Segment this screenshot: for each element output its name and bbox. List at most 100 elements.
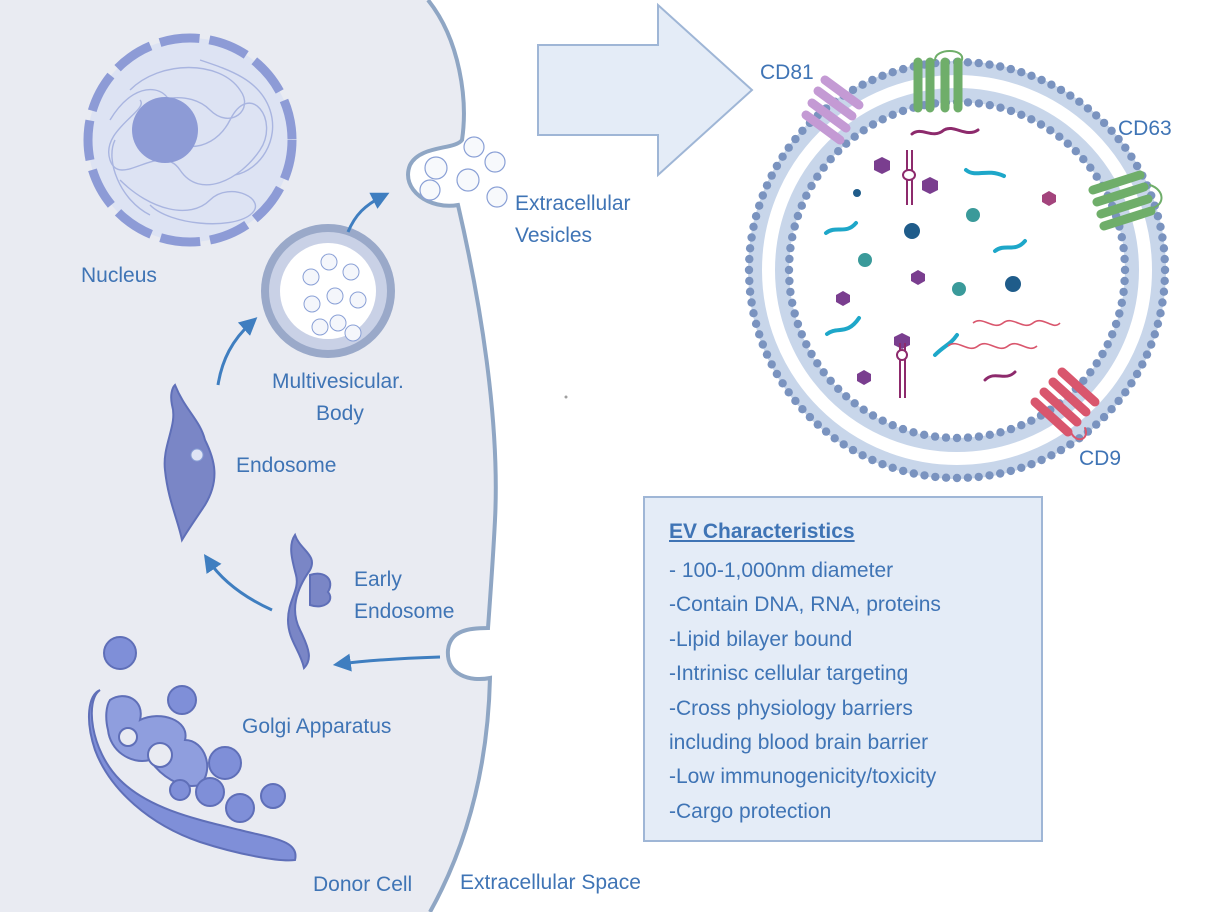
lipid-head xyxy=(805,412,815,422)
early-endosome-organelle xyxy=(286,532,332,670)
lipid-head xyxy=(996,62,1005,71)
lipid-head xyxy=(1075,97,1084,106)
lipid-head xyxy=(788,298,797,307)
lipid-head xyxy=(985,471,994,480)
early-endosome-label-line2: Endosome xyxy=(354,599,455,623)
lipid-head xyxy=(798,405,807,414)
lipid-head xyxy=(878,416,887,425)
big-arrow xyxy=(537,2,754,178)
lipid-head xyxy=(813,420,822,429)
lipid-head xyxy=(747,298,756,307)
lipid-head xyxy=(1071,147,1081,156)
lipid-head xyxy=(751,319,761,328)
lipid-head xyxy=(898,424,908,434)
lipid-head xyxy=(1006,424,1016,434)
lipid-head xyxy=(791,134,800,144)
lipid-head xyxy=(834,147,843,156)
lipid-head xyxy=(1107,126,1116,135)
cd63-protein-top xyxy=(913,50,964,113)
lipid-head xyxy=(1099,118,1109,128)
lipid-head xyxy=(888,110,897,120)
lipid-head xyxy=(985,430,994,439)
lipid-head xyxy=(868,411,878,420)
lipid-head xyxy=(859,126,868,135)
lipid-head xyxy=(898,106,908,116)
lipid-head xyxy=(1120,265,1130,275)
lipid-head xyxy=(1111,319,1121,329)
lipid-head xyxy=(1156,309,1165,318)
lipid-head xyxy=(1150,330,1160,339)
lipid-head xyxy=(826,155,835,164)
cd63-protein xyxy=(1088,170,1163,231)
lipid-head xyxy=(839,440,848,449)
lipid-head xyxy=(1047,451,1056,460)
lipid-head xyxy=(1115,309,1124,318)
lipid-head xyxy=(778,152,787,161)
lipid-head xyxy=(1120,254,1129,264)
lipid-head xyxy=(1036,120,1046,129)
lipid-head xyxy=(784,265,794,275)
lipid-head xyxy=(747,233,756,242)
lipid-head xyxy=(878,115,887,124)
lipid-head xyxy=(1160,254,1169,264)
lipid-head xyxy=(1108,330,1117,339)
lipid-head xyxy=(784,388,793,397)
lipid-head xyxy=(1119,287,1128,297)
lipid-head xyxy=(1027,416,1036,425)
lipid-head xyxy=(1114,396,1123,406)
nucleus-label: Nucleus xyxy=(81,264,157,287)
lipid-head xyxy=(758,340,767,349)
lipid-head xyxy=(819,368,828,377)
cell-membrane xyxy=(406,0,498,912)
lipid-head xyxy=(1156,222,1165,231)
lipid-head xyxy=(868,75,877,85)
lipid-head xyxy=(745,276,754,286)
lipid-head xyxy=(784,143,793,152)
endosome-label: Endosome xyxy=(236,454,337,477)
lipid-head xyxy=(1103,340,1112,349)
lipid-head xyxy=(1092,420,1101,429)
lipid-head xyxy=(1147,340,1156,349)
lipid-head xyxy=(1117,298,1127,307)
lipid-head xyxy=(1027,115,1036,124)
lipid-head xyxy=(1120,276,1129,286)
lipid-head xyxy=(745,254,754,264)
lipid-head xyxy=(1017,421,1026,430)
lipid-head xyxy=(745,287,755,296)
golgi-label: Golgi Apparatus xyxy=(242,715,392,738)
cd81-protein xyxy=(801,75,864,145)
lipid-head xyxy=(1086,368,1095,377)
lipid-head xyxy=(920,471,929,480)
lipid-head xyxy=(758,191,767,200)
lipid-head xyxy=(996,428,1005,437)
lipid-head xyxy=(1092,172,1101,181)
early-endosome-label: Early Endosome xyxy=(354,564,454,627)
lipid-head xyxy=(1132,161,1142,171)
lipid-head xyxy=(888,463,897,472)
lipid-head xyxy=(941,433,951,442)
lipid-head xyxy=(1153,212,1163,221)
lipid-head xyxy=(1127,152,1136,161)
golgi-apparatus-organelle xyxy=(88,636,297,862)
lipid-head xyxy=(1127,379,1136,388)
released-vesicles xyxy=(419,136,508,208)
lipid-head xyxy=(858,451,867,460)
lipid-head xyxy=(778,379,787,388)
lipid-head xyxy=(1114,134,1123,144)
multivesicular-body-label-line2: Body xyxy=(316,401,364,425)
lipid-head xyxy=(1107,405,1116,414)
lipid-head xyxy=(786,243,795,253)
ev-cargo xyxy=(824,127,1061,398)
early-endosome-label-line1: Early xyxy=(354,568,402,591)
lipid-head xyxy=(807,349,816,359)
lipid-head xyxy=(920,430,929,439)
lipid-head xyxy=(985,101,994,110)
lipid-head xyxy=(762,181,772,190)
lipid-head xyxy=(793,319,803,329)
lipid-head xyxy=(985,60,994,69)
lipid-head xyxy=(1066,440,1075,449)
lipid-head xyxy=(974,432,984,441)
extracellular-space-label: Extracellular Space xyxy=(460,871,641,894)
lipid-head xyxy=(842,392,851,401)
